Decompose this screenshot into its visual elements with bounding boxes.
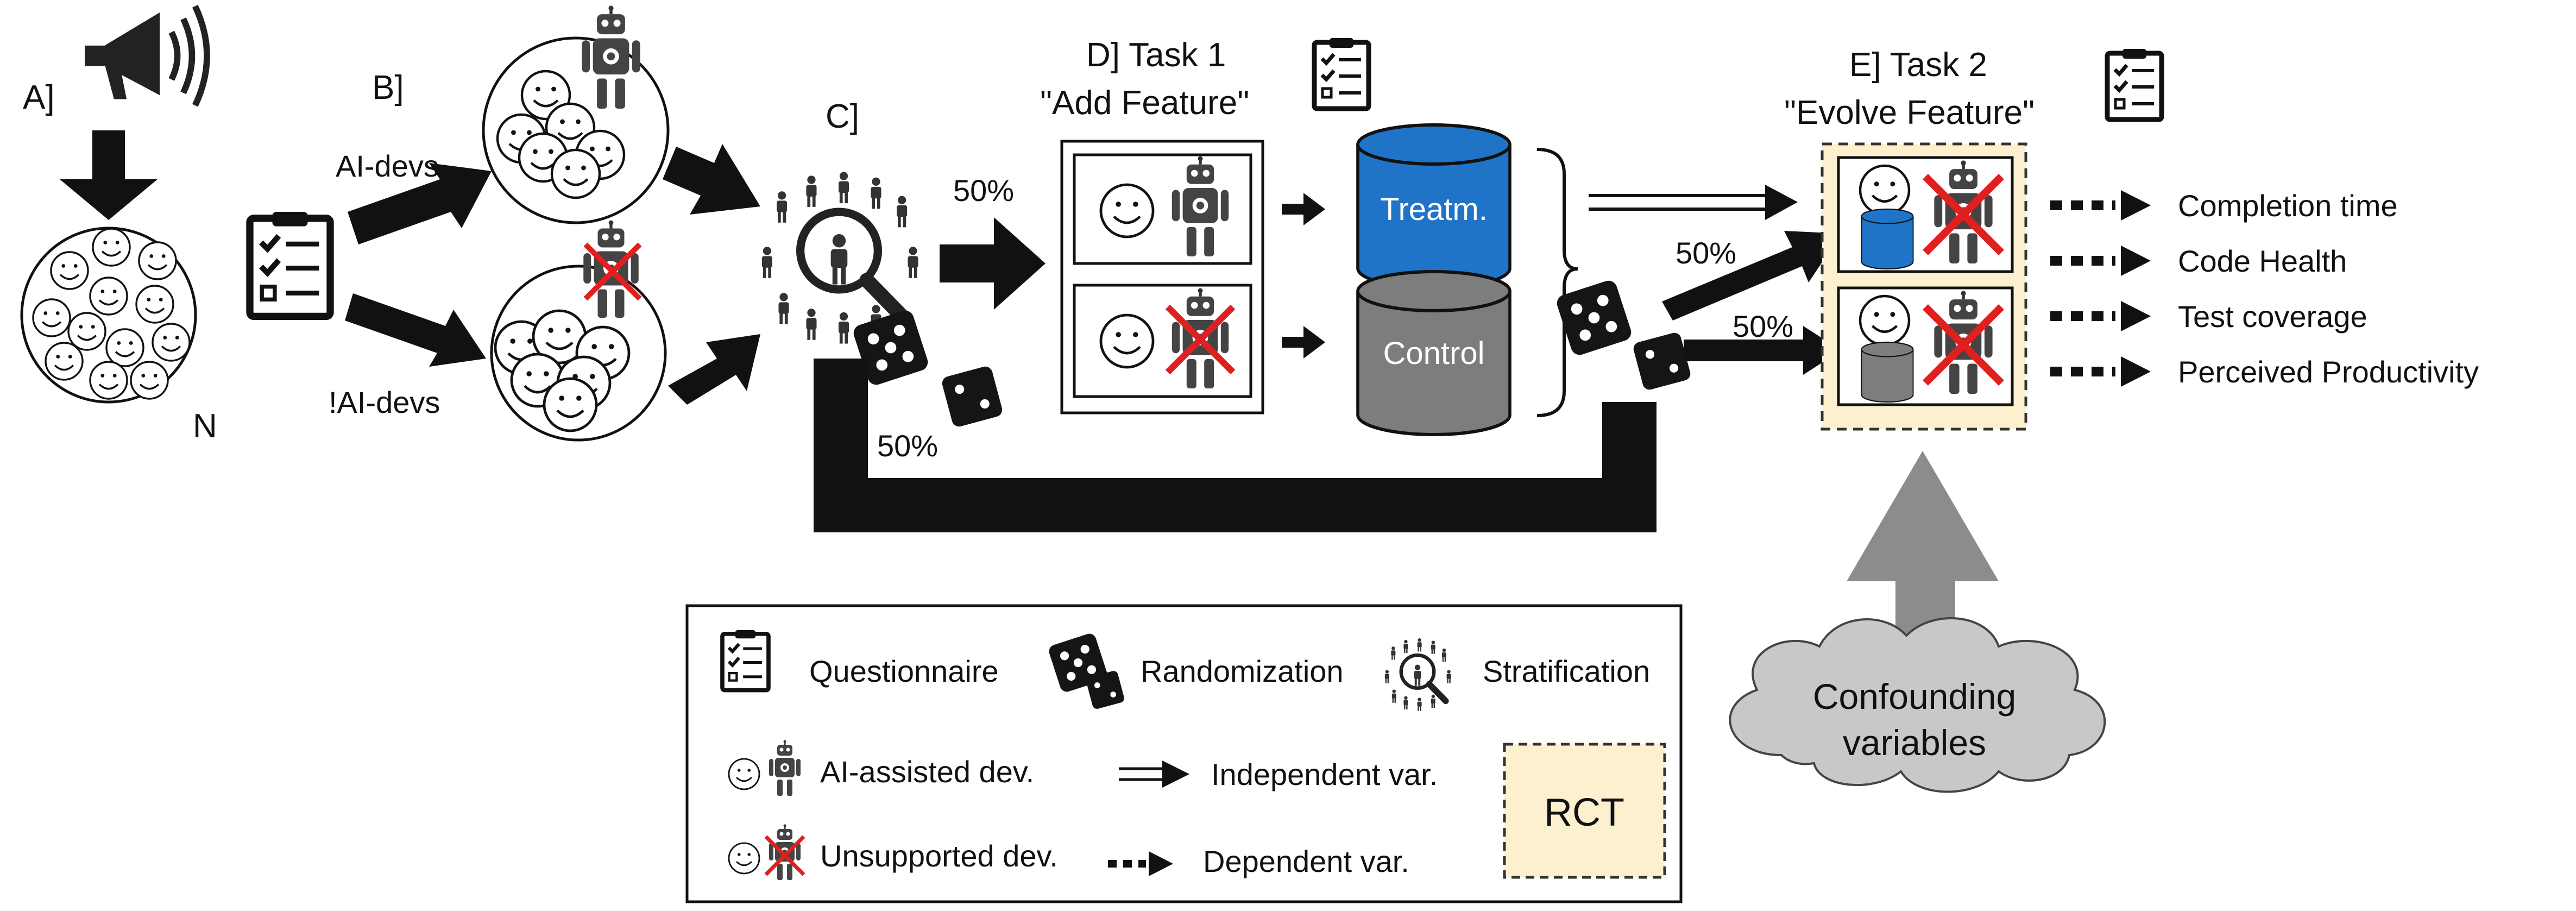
legend-stratification: Stratification [1483, 654, 1650, 688]
treatment-label: Treatm. [1380, 192, 1488, 227]
legend-independent-arrow [1119, 761, 1189, 788]
legend-rct: RCT [1544, 791, 1624, 834]
legend-independent: Independent var. [1211, 757, 1438, 791]
task1-unsupported-smiley [1101, 315, 1153, 367]
task2-title: E] Task 2 [1849, 46, 1987, 84]
percent-top-label: 50% [953, 173, 1014, 208]
percent-bottom-label: 50% [877, 429, 938, 463]
arrow-dice-to-task2-lower [1684, 326, 1841, 375]
confounding-arrow [1847, 451, 1999, 641]
task2-clipboard-icon [2107, 49, 2162, 120]
percent-dice-lower-label: 50% [1733, 309, 1793, 343]
outcome-completion-time: Completion time [2178, 189, 2398, 223]
arrow-ai-to-strat [663, 144, 760, 215]
outcome-arrows [2050, 190, 2151, 387]
task1-ai-smiley [1101, 185, 1153, 237]
arrow-a-to-population [60, 130, 158, 220]
legend-unsupported-smiley [729, 843, 759, 874]
non-ai-devs-label: !AI-devs [329, 385, 440, 419]
arrow-to-treatment [1282, 193, 1325, 225]
legend-dependent-arrow [1108, 851, 1173, 876]
arrow-to-control [1282, 326, 1325, 359]
arrow-to-task1 [940, 217, 1045, 310]
megaphone-icon [85, 6, 207, 105]
legend-rct-box [1503, 743, 1666, 879]
arrow-nonai-to-strat [668, 334, 760, 405]
dice-icon-2 [940, 365, 1004, 429]
confounding-line1: Confounding [1813, 676, 2016, 717]
arrow-to-non-ai-devs [345, 293, 486, 367]
ai-devs-label: AI-devs [336, 149, 439, 183]
bottom-loop-arrow [814, 359, 1657, 532]
task1-subtitle: "Add Feature" [1040, 84, 1249, 122]
control-label: Control [1383, 336, 1485, 371]
population-n-label: N [193, 407, 217, 445]
dice-icon-4 [1632, 331, 1692, 392]
percent-dice-upper-label: 50% [1676, 236, 1736, 270]
group-brace [1536, 148, 1578, 417]
arrow-to-ai-devs [348, 163, 492, 244]
legend-questionnaire: Questionnaire [809, 654, 999, 688]
legend-clipboard-icon [722, 630, 769, 690]
task1-title: D] Task 1 [1086, 36, 1226, 74]
task2-subtitle: "Evolve Feature" [1784, 94, 2035, 131]
step-b-label: B] [372, 69, 404, 106]
confounding-cloud [1729, 617, 2106, 793]
legend-ai-assisted: AI-assisted dev. [820, 755, 1034, 789]
outcome-test-coverage: Test coverage [2178, 299, 2367, 334]
dice-icon-3 [1554, 278, 1634, 357]
confounding-line2: variables [1843, 722, 1986, 763]
task1-clipboard-icon [1314, 38, 1369, 109]
arrow-dice-to-task2-upper [1662, 231, 1841, 321]
task2-ai-smiley [1860, 166, 1909, 215]
step-a-label: A] [23, 79, 55, 116]
independent-arrow [1589, 185, 1798, 220]
legend-dependent: Dependent var. [1203, 844, 1409, 878]
legend-unsupported: Unsupported dev. [820, 839, 1058, 873]
task2-unsupported-smiley [1860, 296, 1909, 345]
task2-control-db-icon [1861, 341, 1914, 403]
outcome-code-health: Code Health [2178, 244, 2347, 278]
clipboard-icon [250, 212, 330, 316]
legend-randomization: Randomization [1141, 654, 1344, 688]
legend-ai-smiley [729, 759, 759, 789]
outcome-perceived-productivity: Perceived Productivity [2178, 355, 2479, 389]
task2-treatment-db-icon [1861, 208, 1914, 270]
step-c-label: C] [826, 98, 859, 135]
